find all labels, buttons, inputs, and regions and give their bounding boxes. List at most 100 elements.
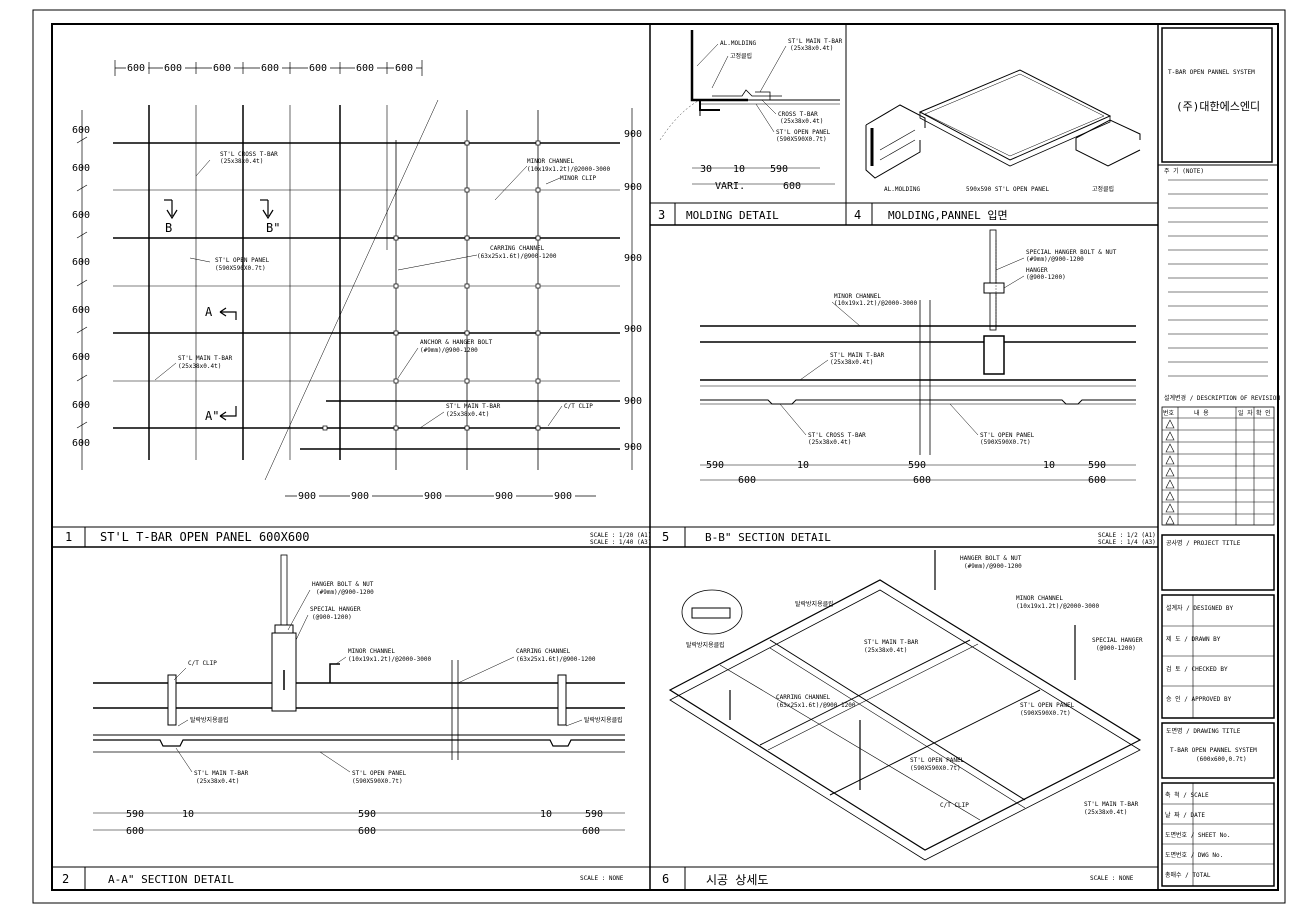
tb-project-title-label: 공사명 / PROJECT TITLE [1166,539,1241,547]
tb-drawing-title-2: (600x600,0.7t) [1196,756,1247,763]
aa-dim: 10 [182,809,194,820]
label-cross-tbar: ST'L CROSS T-BAR [220,151,278,158]
label-open-panel: ST'L OPEN PANEL [776,129,831,136]
aa-section: HANGER BOLT & NUT (#9mm)/@900-1200 SPECI… [93,554,625,837]
aa-label-panel-spec: (590X590X0.7t) [352,778,403,785]
label-main-tbar-spec: (25x38x0.4t) [178,363,221,370]
plan-bottom-dim: 900 [424,491,442,502]
bb-label-hanger-spec: (#9mm)/@900-1200 [1026,256,1084,263]
plan-right-dim: 900 [624,129,642,140]
panel-2-title: A-A" SECTION DETAIL [108,873,234,886]
aa-label-anti-left: 탈락방지용클립 [190,716,229,724]
iso-label-carring: CARRING CHANNEL [776,694,831,701]
panel-4-number: 4 [854,208,861,222]
plan-bottom-dim: 900 [554,491,572,502]
label-main-tbar: ST'L MAIN T-BAR [788,38,843,45]
bb-label-hanger: SPECIAL HANGER BOLT & NUT [1026,249,1117,256]
iso-label-ct-clip: C/T CLIP [940,802,969,809]
bb-dim: 10 [797,460,809,471]
label-main-tbar-spec: (25x38x0.4t) [790,45,833,52]
label-clip-elev: 고정클립 [1092,185,1114,193]
tb-scale-label: 축 척 / SCALE [1165,791,1209,799]
bb-label-cross: ST'L CROSS T-BAR [808,432,866,439]
panel-2-number: 2 [62,872,69,886]
iso-label-panel1: ST'L OPEN PANEL [1020,702,1075,709]
section-a-marker: A [205,305,213,319]
plan-left-dim: 600 [72,257,90,268]
aa-label-panel: ST'L OPEN PANEL [352,770,407,777]
tb-rev-col: 확 인 [1256,409,1271,417]
plan-top-dim: 600 [309,63,327,74]
break-line [264,99,439,481]
iso-label-hanger-spec: (#9mm)/@900-1200 [964,563,1022,570]
tb-rev-col: 일 자 [1238,409,1253,417]
panel-4-title: MOLDING,PANNEL 입면 [888,209,1008,222]
iso-label-hanger: HANGER BOLT & NUT [960,555,1022,562]
tb-designed-label: 설계자 / DESIGNED BY [1166,604,1234,612]
bb-dim: 590 [908,460,926,471]
panel-6-title: 시공 상세도 [706,873,768,887]
iso-label-carring-spec: (63x25x1.6t)/@900-1200 [776,702,856,709]
isometric-view: HANGER BOLT & NUT (#9mm)/@900-1200 탈락방지용… [668,550,1143,861]
plan-right-dim: 900 [624,324,642,335]
iso-label-anti: 탈락방지용클립 [795,600,834,608]
label-carring-channel-spec: (63x25x1.6t)/@900-1200 [477,253,557,260]
label-minor-channel-spec: (10x19x1.2t)/@2000-3000 [527,166,610,173]
iso-label-main-spec: (25x38x0.4t) [864,647,907,654]
label-main-tbar-2: ST'L MAIN T-BAR [446,403,501,410]
label-cross-tbar-spec: (25x38x0.4t) [780,118,823,125]
label-anchor: ANCHOR & HANGER BOLT [420,339,493,346]
sheet-border [32,9,1286,904]
panel-5-scale-a1: SCALE : 1/2 (A1) [1098,532,1156,539]
molding-dim: VARI. [715,181,745,192]
iso-label-panel2-spec: (590X590X0.7t) [910,765,961,772]
panel-1-scale-a3: SCALE : 1/40 (A3) [590,539,651,546]
aa-dim: 590 [585,809,603,820]
plan-left-dim: 600 [72,125,90,136]
tb-revision-label: 설계변경 / DESCRIPTION OF REVISION [1164,394,1280,402]
aa-label-special: SPECIAL HANGER [310,606,361,613]
label-minor-clip: MINOR CLIP [560,175,597,182]
panel-5-number: 5 [662,530,669,544]
bb-label-panel: ST'L OPEN PANEL [980,432,1035,439]
tb-rev-col: 내 용 [1194,409,1209,417]
label-main-tbar: ST'L MAIN T-BAR [178,355,233,362]
bb-label-hanger2-spec: (@900-1200) [1026,274,1066,281]
section-b2-marker: B" [266,221,280,235]
panel-1-scale-a1: SCALE : 1/20 (A1) [590,532,651,539]
tb-sheet-label: 도면번호 / SHEET No. [1165,831,1230,839]
iso-label-special-spec: (@900-1200) [1096,645,1136,652]
bb-dim: 600 [1088,475,1106,486]
bb-label-main: ST'L MAIN T-BAR [830,352,885,359]
plan-top-dim: 600 [213,63,231,74]
plan-right-dim: 900 [624,396,642,407]
label-open-panel-spec: (590X590X0.7t) [776,136,827,143]
bb-label-minor-spec: (10x19x1.2t)/@2000-3000 [834,300,917,307]
plan-right-dim: 900 [624,442,642,453]
bb-label-panel-spec: (590X590X0.7t) [980,439,1031,446]
iso-label-main: ST'L MAIN T-BAR [864,639,919,646]
section-a2-marker: A" [205,409,219,423]
panel-2-scale: SCALE : NONE [580,875,624,882]
label-main-tbar-2-spec: (25x38x0.4t) [446,411,489,418]
iso-label-main2-spec: (25x38x0.4t) [1084,809,1127,816]
aa-label-anti-right: 탈락방지용클립 [584,716,623,724]
label-open-panel-spec: (590X590X0.7t) [215,265,266,272]
label-fix-clip: 고정클립 [730,52,752,60]
tb-checked-label: 검 토 / CHECKED BY [1166,666,1228,673]
drawing-frame [51,23,1279,891]
molding-dim: 30 [700,164,712,175]
title-block: T-BAR OPEN PANNEL SYSTEM (주)대한에스엔디 주 기 (… [1158,27,1280,887]
tb-date-label: 날 짜 / DATE [1165,811,1205,819]
bb-dim: 600 [913,475,931,486]
plan-left-dim: 600 [72,400,90,411]
aa-label-carring-spec: (63x25x1.6t)/@900-1200 [516,656,596,663]
aa-label-hanger-spec: (#9mm)/@900-1200 [316,589,374,596]
label-al-molding: AL.MOLDING [720,40,757,47]
aa-label-carring: CARRING CHANNEL [516,648,571,655]
molding-detail: AL.MOLDING 고정클립 ST'L MAIN T-BAR (25x38x0… [659,30,843,192]
panel-6-number: 6 [662,872,669,886]
panel-1-number: 1 [65,530,72,544]
bb-section: SPECIAL HANGER BOLT & NUT (#9mm)/@900-12… [700,229,1136,486]
